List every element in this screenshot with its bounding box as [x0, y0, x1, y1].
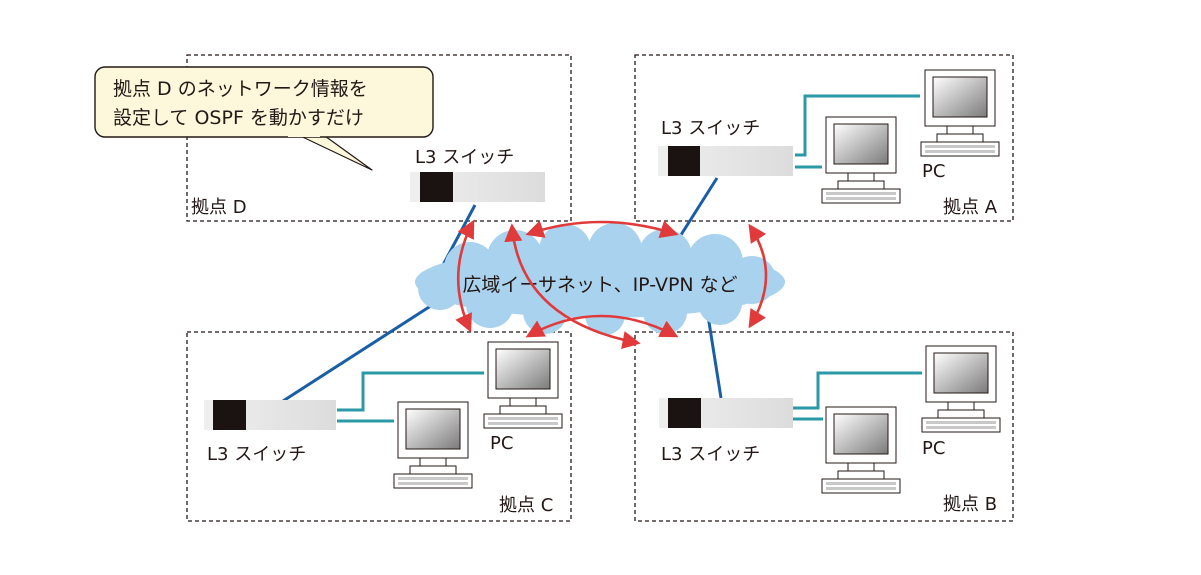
site-c-lan-1 [337, 371, 484, 412]
site-c-pc-1 [483, 341, 563, 429]
site-a-lan-1 [795, 94, 920, 157]
site-d-box [186, 54, 572, 222]
site-b-pc-1 [921, 345, 1001, 433]
callout-box [94, 66, 434, 138]
site-b-switch-label: L3 スイッチ [661, 444, 760, 465]
route-arrow-a-b [748, 223, 768, 329]
site-a-switch-label: L3 スイッチ [661, 118, 760, 139]
site-b-name: 拠点 B [943, 494, 997, 515]
site-b-switch [659, 398, 793, 428]
site-c-pc-2 [393, 401, 473, 489]
site-c-switch [204, 400, 336, 430]
site-d-switch-label: L3 スイッチ [415, 147, 514, 168]
site-a-switch [658, 146, 793, 176]
site-a-pc-label: PC [922, 161, 945, 182]
site-d-switch [410, 172, 545, 202]
site-a-box [634, 54, 1014, 222]
site-c-switch-label: L3 スイッチ [207, 444, 306, 465]
site-c-name: 拠点 C [499, 495, 553, 516]
site-a-pc-2 [821, 116, 901, 204]
wan-label: 広域イーサネット、IP-VPN など [462, 274, 737, 296]
route-arrow-d-c [455, 219, 475, 333]
site-b-pc-label: PC [922, 438, 945, 459]
site-c-pc-label: PC [490, 433, 513, 454]
route-arrows [455, 219, 768, 349]
site-b-pc-2 [821, 406, 901, 494]
uplink-c [282, 298, 441, 403]
site-d-name: 拠点 D [191, 197, 247, 218]
site-a-name: 拠点 A [943, 197, 998, 218]
site-b-box [634, 331, 1014, 522]
route-arrow-c-b [525, 314, 679, 338]
callout-line1: 拠点 D のネットワーク情報を [113, 78, 368, 100]
site-c-box [186, 331, 572, 522]
site-b-lan-1 [793, 371, 922, 410]
site-a-pc-1 [920, 69, 1000, 157]
callout-line2: 設定して OSPF を動かすだけ [113, 107, 364, 129]
